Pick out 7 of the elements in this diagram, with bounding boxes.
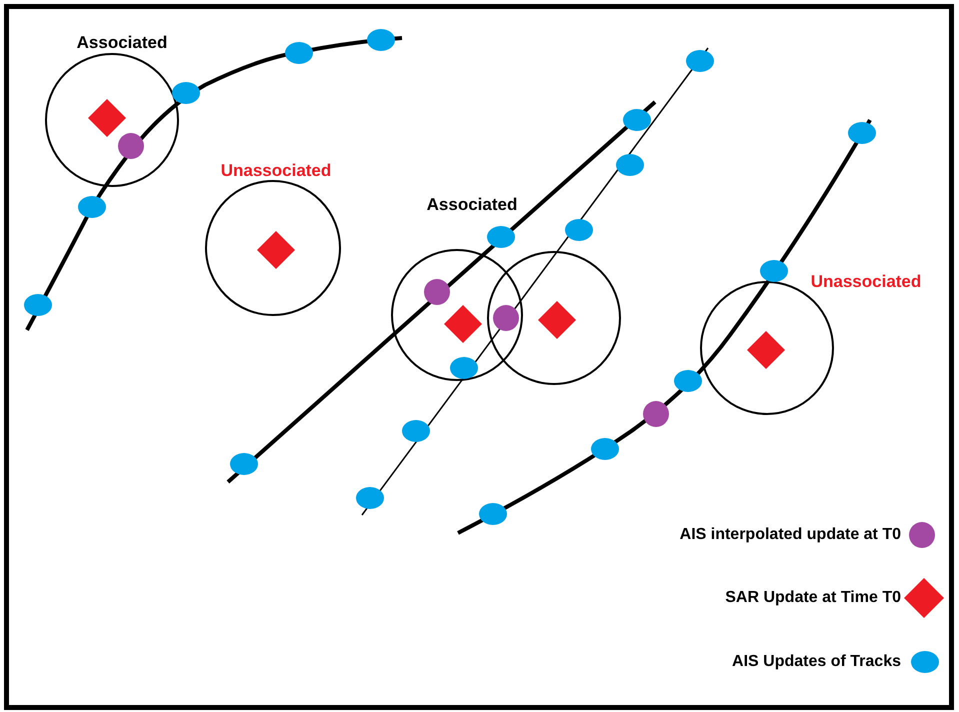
status-label: Unassociated bbox=[810, 272, 922, 292]
legend-label: AIS interpolated update at T0 bbox=[680, 526, 901, 544]
status-label: Associated bbox=[76, 33, 168, 53]
status-label: Associated bbox=[426, 195, 518, 215]
legend-label: AIS Updates of Tracks bbox=[732, 653, 901, 671]
legend-label: SAR Update at Time T0 bbox=[725, 589, 901, 607]
status-label: Unassociated bbox=[220, 161, 332, 181]
